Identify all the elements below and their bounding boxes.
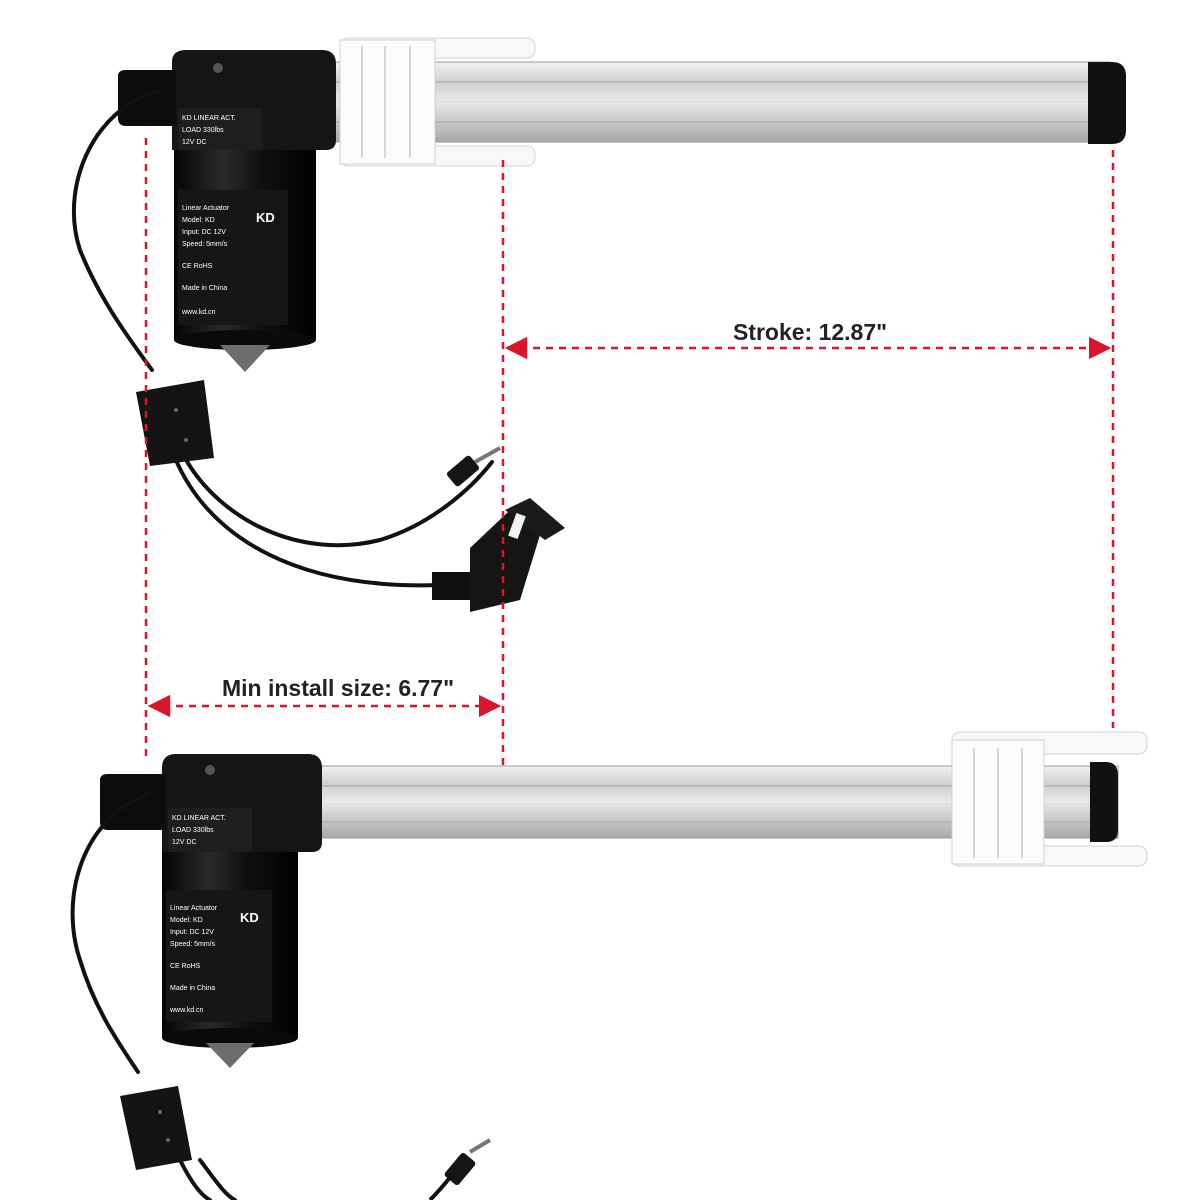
svg-text:Made in China: Made in China <box>182 285 227 292</box>
bottom-motor-logo: KD <box>240 910 259 925</box>
svg-text:Model: KD: Model: KD <box>170 917 203 924</box>
top-rod-end-cap <box>1088 62 1126 144</box>
svg-text:LOAD 330lbs: LOAD 330lbs <box>172 827 214 834</box>
svg-text:www.kd.cn: www.kd.cn <box>181 309 216 316</box>
top-dc-plug <box>446 446 501 487</box>
svg-text:KD LINEAR ACT.: KD LINEAR ACT. <box>182 115 236 122</box>
svg-text:Input: DC 12V: Input: DC 12V <box>170 929 214 936</box>
stroke-label: Stroke: 12.87" <box>733 319 887 345</box>
svg-text:Linear Actuator: Linear Actuator <box>182 205 230 212</box>
svg-text:CE RoHS: CE RoHS <box>170 963 201 970</box>
svg-text:Input: DC 12V: Input: DC 12V <box>182 229 226 236</box>
min-install-label: Min install size: 6.77" <box>222 675 454 701</box>
top-right-angle-connector <box>432 498 565 612</box>
top-cables <box>71 88 494 588</box>
bottom-cables <box>70 792 237 1200</box>
bottom-white-bracket <box>951 731 1148 867</box>
svg-text:Linear Actuator: Linear Actuator <box>170 905 218 912</box>
svg-text:12V DC: 12V DC <box>182 139 207 146</box>
top-connector-block <box>136 380 214 466</box>
svg-text:Speed: 5mm/s: Speed: 5mm/s <box>170 941 216 948</box>
top-clevis <box>118 70 176 126</box>
top-motor-logo: KD <box>256 210 275 225</box>
svg-text:CE RoHS: CE RoHS <box>182 263 213 270</box>
svg-text:Made in China: Made in China <box>170 985 215 992</box>
svg-text:12V DC: 12V DC <box>172 839 197 846</box>
svg-text:Speed: 5mm/s: Speed: 5mm/s <box>182 241 228 248</box>
bottom-connector-block <box>120 1086 192 1170</box>
svg-text:Model: KD: Model: KD <box>182 217 215 224</box>
svg-text:www.kd.cn: www.kd.cn <box>169 1007 204 1014</box>
dimension-lines <box>144 138 1115 770</box>
bottom-rod-end-cap <box>1090 762 1118 842</box>
bottom-actuator: KD LINEAR ACT. LOAD 330lbs 12V DC KD Lin… <box>100 731 1148 1068</box>
top-actuator: KD LINEAR ACT. LOAD 330lbs 12V DC KD Lin… <box>118 37 1126 372</box>
svg-text:LOAD 330lbs: LOAD 330lbs <box>182 127 224 134</box>
svg-text:KD LINEAR ACT.: KD LINEAR ACT. <box>172 815 226 822</box>
top-white-bracket <box>339 37 536 167</box>
bottom-dc-plug <box>428 1138 492 1200</box>
